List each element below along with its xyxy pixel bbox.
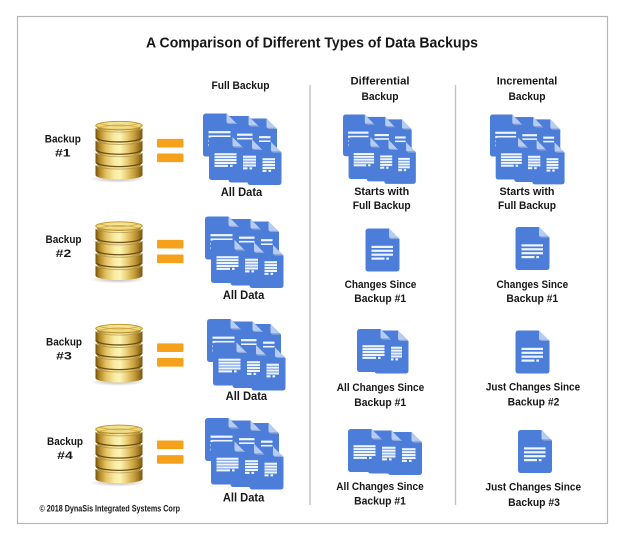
svg-text:#3: #3: [56, 350, 72, 362]
svg-text:All Data: All Data: [226, 391, 268, 403]
svg-text:All Data: All Data: [223, 493, 265, 505]
svg-text:Full Backup: Full Backup: [498, 200, 556, 212]
svg-text:Differential: Differential: [351, 75, 410, 87]
svg-text:Changes Since: Changes Since: [345, 279, 417, 291]
svg-text:#1: #1: [55, 147, 71, 159]
svg-text:Backup: Backup: [47, 436, 83, 448]
svg-text:© 2018 DynaSis Integrated Syst: © 2018 DynaSis Integrated Systems Corp: [40, 503, 181, 513]
svg-text:All Data: All Data: [223, 290, 265, 302]
svg-text:Backup: Backup: [45, 133, 81, 145]
svg-text:All Data: All Data: [221, 187, 263, 199]
svg-text:Backup #3: Backup #3: [508, 497, 560, 509]
svg-text:Incremental: Incremental: [497, 75, 558, 87]
svg-text:Backup: Backup: [46, 336, 82, 348]
svg-text:All Changes Since: All Changes Since: [336, 481, 423, 493]
svg-text:Backup: Backup: [509, 91, 546, 103]
svg-text:Just Changes Since: Just Changes Since: [486, 381, 580, 393]
svg-text:Full Backup: Full Backup: [212, 80, 270, 92]
svg-text:Backup #2: Backup #2: [508, 396, 560, 408]
svg-text:Backup #1: Backup #1: [354, 397, 406, 409]
svg-text:Changes Since: Changes Since: [496, 279, 568, 291]
svg-text:#4: #4: [57, 450, 73, 462]
svg-text:All Changes Since: All Changes Since: [337, 382, 424, 394]
svg-text:Backup #1: Backup #1: [506, 293, 558, 305]
svg-text:Starts with: Starts with: [500, 186, 555, 198]
svg-text:Backup: Backup: [362, 91, 399, 103]
svg-text:Backup #1: Backup #1: [354, 293, 406, 305]
svg-text:A Comparison of Different Type: A Comparison of Different Types of Data …: [146, 35, 478, 52]
svg-text:Backup: Backup: [46, 234, 82, 246]
svg-text:Starts with: Starts with: [354, 186, 409, 198]
svg-text:#2: #2: [56, 248, 72, 260]
svg-text:Full Backup: Full Backup: [353, 200, 411, 212]
svg-text:Backup #1: Backup #1: [354, 496, 406, 508]
svg-text:Just Changes Since: Just Changes Since: [486, 481, 582, 493]
